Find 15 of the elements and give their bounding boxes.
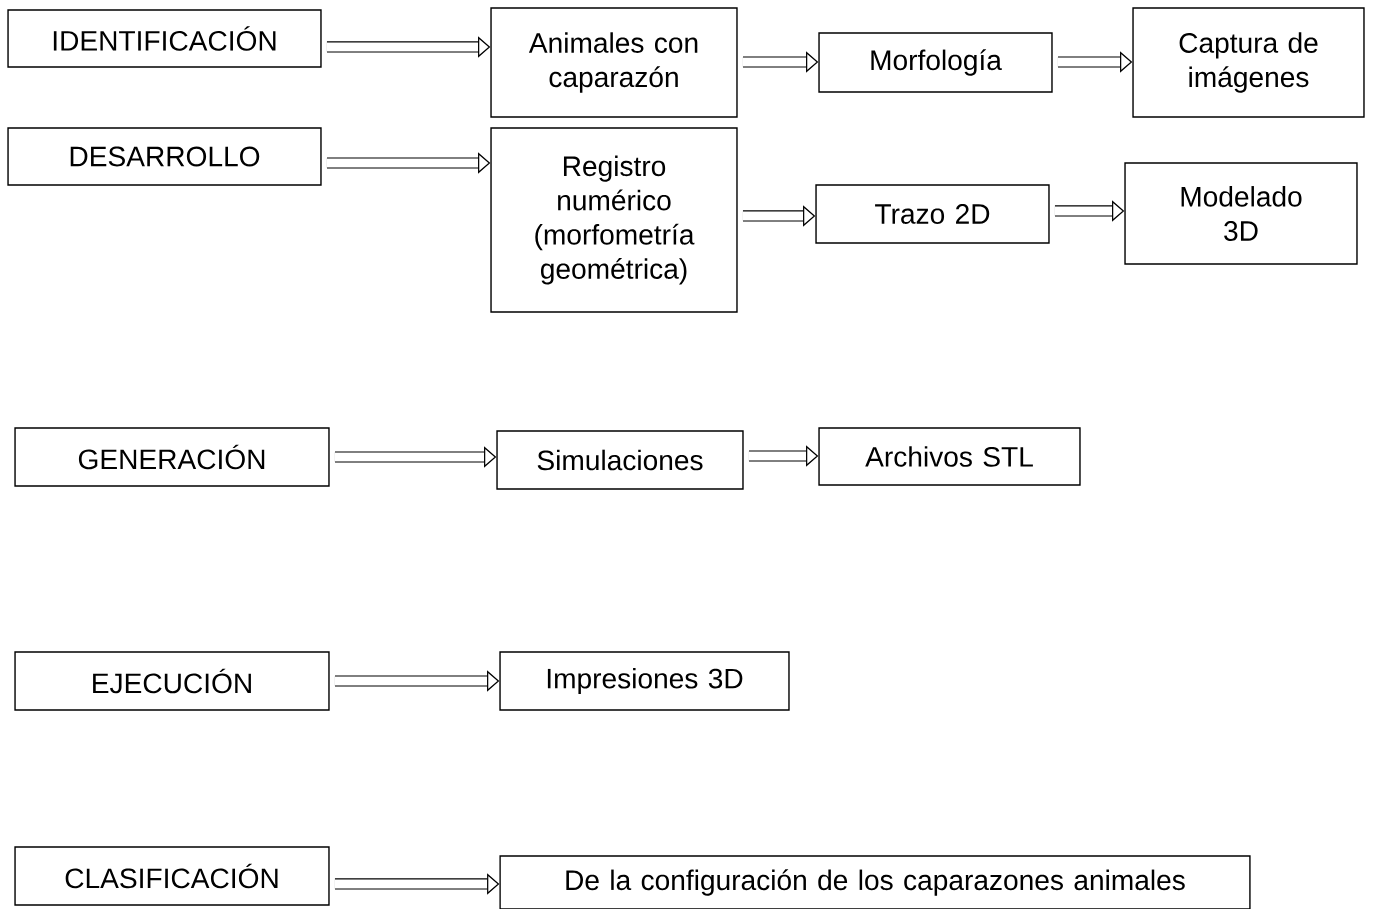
process-box: Trazo 2D [815, 184, 1050, 244]
process-box: Animales con caparazón [490, 7, 738, 118]
process-box: EJECUCIÓN [14, 651, 330, 711]
process-box: Captura de imágenes [1132, 7, 1365, 118]
process-box: Registro numérico (morfometría geométrica) [490, 127, 738, 313]
process-box: Morfología [818, 32, 1053, 93]
process-box: GENERACIÓN [14, 427, 330, 487]
process-box: DESARROLLO [7, 127, 322, 186]
process-box: Modelado 3D [1124, 162, 1358, 265]
process-box: Simulaciones [496, 430, 744, 490]
process-box: IDENTIFICACIÓN [7, 9, 322, 68]
process-box: CLASIFICACIÓN [14, 846, 330, 906]
process-box: Impresiones 3D [499, 651, 790, 711]
process-box: Archivos STL [818, 427, 1081, 486]
process-box: De la configuración de los caparazones animales [499, 855, 1251, 909]
